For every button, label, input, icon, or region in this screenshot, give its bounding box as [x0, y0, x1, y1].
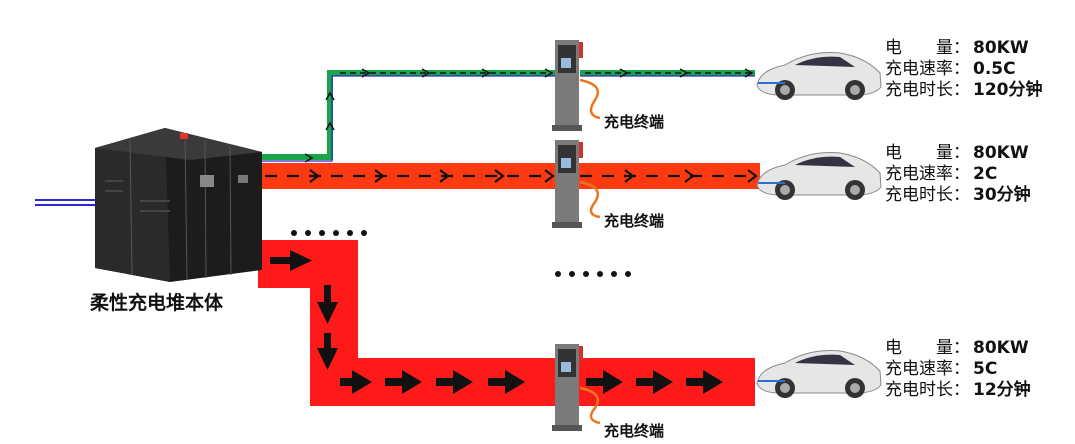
terminal-label-2: 充电终端 [604, 210, 664, 231]
rate-value: 5C [973, 359, 997, 379]
time-value: 12分钟 [973, 380, 1031, 400]
rate-value: 2C [973, 164, 997, 184]
charging-stack-cabinet [95, 128, 262, 282]
charging-stack-label: 柔性充电堆本体 [90, 288, 223, 315]
rate-key: 充电速率： [885, 59, 973, 80]
power-key: 电 量： [885, 38, 973, 59]
time-key: 充电时长： [885, 185, 973, 206]
terminal-label-1: 充电终端 [604, 111, 664, 132]
time-value: 30分钟 [973, 185, 1031, 205]
time-key: 充电时长： [885, 380, 973, 401]
power-key: 电 量： [885, 338, 973, 359]
spec-block-2: 电 量：80KW 充电速率：2C 充电时长：30分钟 [885, 143, 1031, 206]
power-value: 80KW [973, 38, 1029, 58]
rate-key: 充电速率： [885, 164, 973, 185]
electric-car-1 [757, 53, 881, 101]
electric-car-3 [757, 351, 881, 399]
charging-terminal-1 [552, 40, 600, 131]
rate-key: 充电速率： [885, 359, 973, 380]
path-medium [258, 163, 760, 189]
spec-block-1: 电 量：80KW 充电速率：0.5C 充电时长：120分钟 [885, 38, 1043, 101]
power-value: 80KW [973, 338, 1029, 358]
spec-block-3: 电 量：80KW 充电速率：5C 充电时长：12分钟 [885, 338, 1031, 401]
path-fast [258, 240, 755, 406]
input-power-line [35, 200, 95, 205]
power-key: 电 量： [885, 143, 973, 164]
electric-car-2 [757, 153, 881, 201]
ellipsis-dots-middle [555, 271, 631, 277]
ellipsis-dots-top [291, 230, 367, 236]
time-key: 充电时长： [885, 80, 973, 101]
time-value: 120分钟 [973, 80, 1043, 100]
path-slow [255, 69, 755, 162]
rate-value: 0.5C [973, 59, 1016, 79]
power-value: 80KW [973, 143, 1029, 163]
terminal-label-3: 充电终端 [604, 420, 664, 441]
